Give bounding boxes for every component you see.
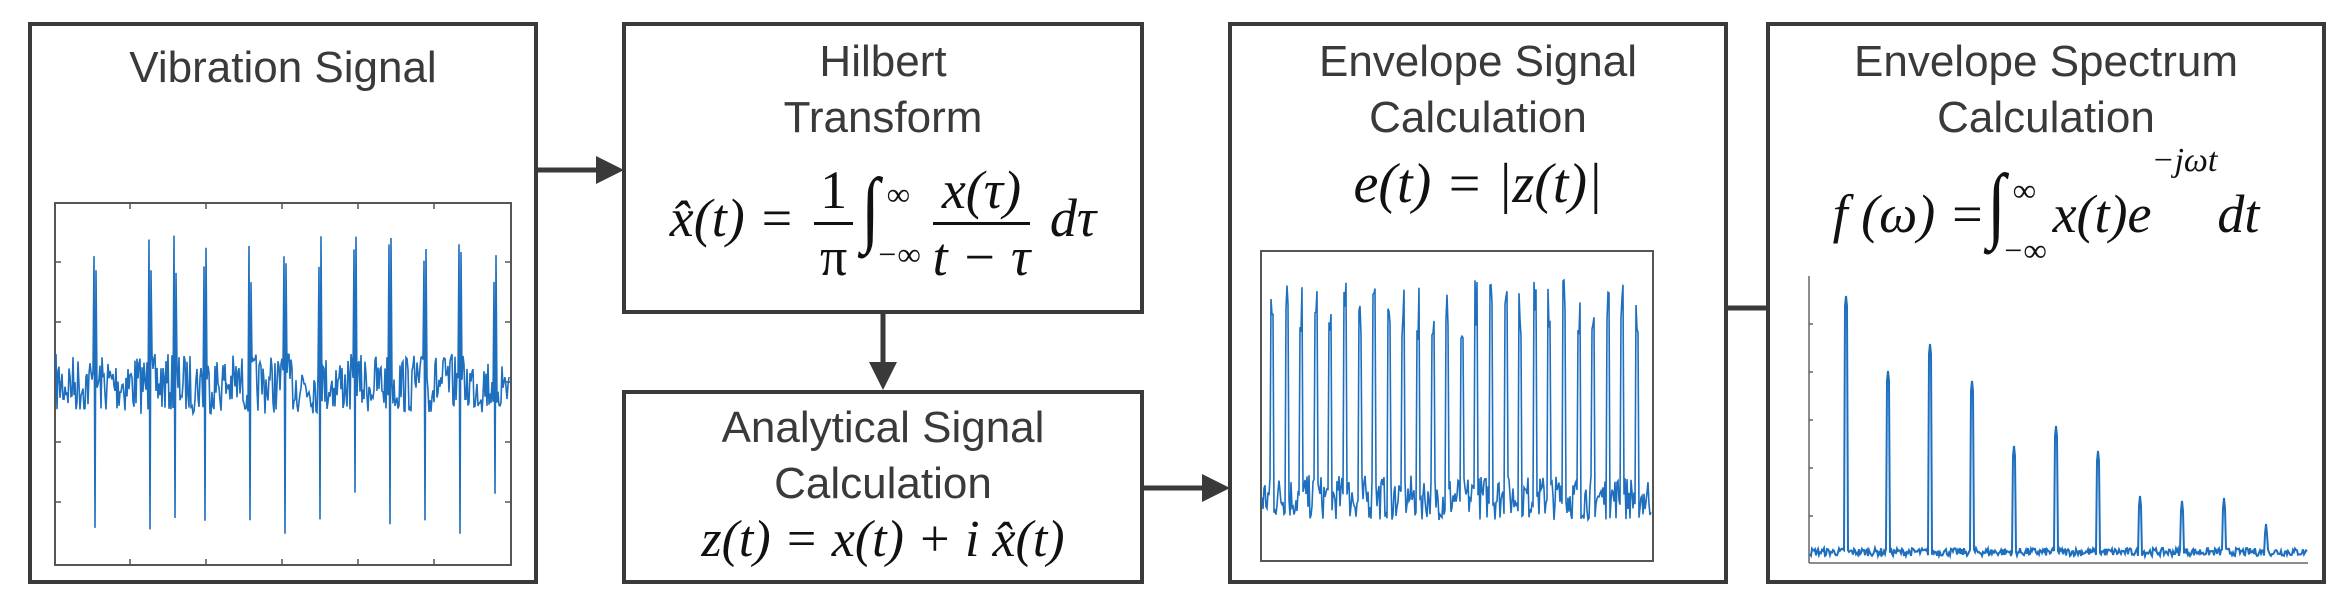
spectrum-formula-tail: dt <box>2217 184 2260 244</box>
arrow-hilbert-to-analytical <box>869 314 897 390</box>
hilbert-frac-den: π <box>820 227 848 287</box>
hilbert-formula-tail: dτ <box>1049 187 1097 248</box>
spectrum-formula: f (ω) =∫∞ −∞x(t)e −jωt dt <box>1770 142 2322 280</box>
spectrum-formula-exponent: −jωt <box>2151 142 2218 179</box>
envelope-signal-plot <box>1260 250 1654 562</box>
arrow-analytical-to-envelope <box>1144 474 1230 502</box>
spectrum-lower-limit: −∞ <box>2002 231 2047 268</box>
integral-sign: ∫ <box>861 161 880 255</box>
envelope-formula: e(t) = |z(t)| <box>1353 153 1603 215</box>
envelope-spectrum-title: Envelope Spectrum Calculation <box>1854 37 2238 142</box>
arrow-vibration-to-hilbert <box>538 156 624 184</box>
hilbert-lower-limit: −∞ <box>876 235 921 272</box>
hilbert-integrand-den: t − τ <box>932 227 1031 287</box>
vibration-signal-title: Vibration Signal <box>129 43 437 92</box>
vibration-signal-plot <box>54 202 512 566</box>
vibration-waveform <box>55 235 510 534</box>
hilbert-integrand-num: x(τ) <box>932 158 1031 225</box>
envelope-waveform <box>1261 278 1652 523</box>
spectrum-formula-lhs: f (ω) = <box>1832 184 1986 244</box>
spectrum-upper-limit: ∞ <box>2012 171 2036 208</box>
spectrum-waveform <box>1809 295 2308 560</box>
integral-sign: ∫ <box>1987 158 2006 251</box>
hilbert-upper-limit: ∞ <box>886 175 910 212</box>
analytical-formula: z(t) = x(t) + i x̂(t) <box>701 511 1065 568</box>
envelope-signal-title: Envelope Signal Calculation <box>1318 37 1637 142</box>
envelope-spectrum-box: Envelope Spectrum Calculation f (ω) =∫∞ −… <box>1766 22 2326 584</box>
analytical-signal-title: Analytical Signal Calculation <box>721 403 1045 508</box>
analytical-signal-box: Analytical Signal Calculation z(t) = x(t… <box>622 390 1144 584</box>
hilbert-transform-title: Hilbert Transform <box>783 37 983 142</box>
hilbert-frac-num: 1 <box>814 158 854 225</box>
envelope-spectrum-plot <box>1808 276 2308 564</box>
spectrum-formula-body: x(t)e <box>2052 184 2152 244</box>
hilbert-formula-lhs: x̂(t) = <box>669 187 795 248</box>
